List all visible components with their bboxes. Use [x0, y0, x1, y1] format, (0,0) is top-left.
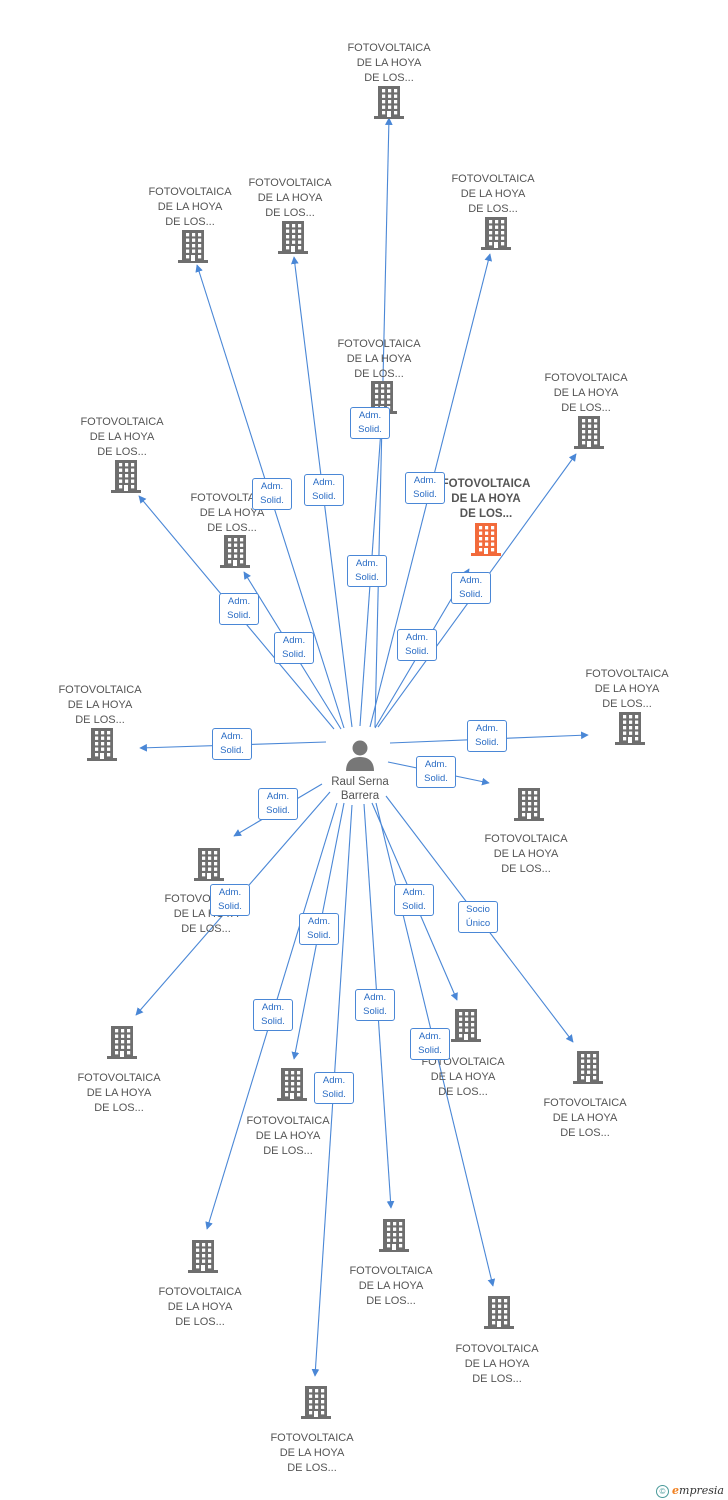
building-icon — [276, 1066, 308, 1102]
company-name: FOTOVOLTAICA DE LA HOYA DE LOS... — [349, 1265, 433, 1307]
footer-brand: © empresia — [655, 1484, 724, 1498]
person-icon — [346, 740, 374, 771]
company-name: FOTOVOLTAICA DE LA HOYA DE LOS... — [451, 173, 535, 215]
relation-label[interactable]: Adm. Solid. — [253, 999, 293, 1031]
building-icon — [277, 219, 309, 255]
building-icon — [86, 726, 118, 762]
company-name: FOTOVOLTAICA DE LA HOYA DE LOS... — [441, 478, 531, 520]
company-name: FOTOVOLTAICA DE LA HOYA DE LOS... — [543, 1097, 627, 1139]
relation-label[interactable]: Adm. Solid. — [405, 472, 445, 504]
relation-label[interactable]: Adm. Solid. — [394, 884, 434, 916]
company-name: FOTOVOLTAICA DE LA HOYA DE LOS... — [455, 1343, 539, 1385]
relation-label[interactable]: Adm. Solid. — [252, 478, 292, 510]
relation-label[interactable]: Adm. Solid. — [274, 632, 314, 664]
company-name: FOTOVOLTAICA DE LA HOYA DE LOS... — [158, 1286, 242, 1328]
building-icon — [614, 710, 646, 746]
company-name: FOTOVOLTAICA DE LA HOYA DE LOS... — [270, 1432, 354, 1474]
relation-label[interactable]: Adm. Solid. — [314, 1072, 354, 1104]
person-name: Raul Serna Barrera — [331, 776, 389, 802]
building-icon — [470, 521, 502, 557]
relation-label[interactable]: Adm. Solid. — [347, 555, 387, 587]
building-icon — [513, 786, 545, 822]
relation-label[interactable]: Adm. Solid. — [212, 728, 252, 760]
relation-label[interactable]: Adm. Solid. — [350, 407, 390, 439]
company-name: FOTOVOLTAICA DE LA HOYA DE LOS... — [77, 1072, 161, 1114]
relation-label[interactable]: Adm. Solid. — [467, 720, 507, 752]
relation-label[interactable]: Adm. Solid. — [258, 788, 298, 820]
building-icon — [483, 1294, 515, 1330]
building-icon — [177, 228, 209, 264]
relation-label[interactable]: Socio Único — [458, 901, 498, 933]
company-name: FOTOVOLTAICA DE LA HOYA DE LOS... — [337, 338, 421, 380]
company-name: FOTOVOLTAICA DE LA HOYA DE LOS... — [246, 1115, 330, 1157]
building-icon — [572, 1049, 604, 1085]
building-icon — [106, 1024, 138, 1060]
building-icon — [300, 1384, 332, 1420]
relation-label[interactable]: Adm. Solid. — [451, 572, 491, 604]
building-icon — [187, 1238, 219, 1274]
company-name: FOTOVOLTAICA DE LA HOYA DE LOS... — [421, 1056, 505, 1098]
copyright-symbol: © — [655, 1485, 669, 1498]
company-name: FOTOVOLTAICA DE LA HOYA DE LOS... — [347, 42, 431, 84]
building-icon — [219, 533, 251, 569]
company-name: FOTOVOLTAICA DE LA HOYA DE LOS... — [585, 668, 669, 710]
brand-logo: empresia — [672, 1484, 724, 1498]
building-icon — [373, 84, 405, 120]
relation-label[interactable]: Adm. Solid. — [410, 1028, 450, 1060]
relation-label[interactable]: Adm. Solid. — [299, 913, 339, 945]
building-icon — [480, 215, 512, 251]
relation-label[interactable]: Adm. Solid. — [416, 756, 456, 788]
relation-label[interactable]: Adm. Solid. — [210, 884, 250, 916]
company-name: FOTOVOLTAICA DE LA HOYA DE LOS... — [58, 684, 142, 726]
company-name: FOTOVOLTAICA DE LA HOYA DE LOS... — [484, 833, 568, 875]
building-icon — [193, 846, 225, 882]
building-icon — [110, 458, 142, 494]
building-icon — [450, 1007, 482, 1043]
relation-label[interactable]: Adm. Solid. — [304, 474, 344, 506]
company-name: FOTOVOLTAICA DE LA HOYA DE LOS... — [544, 372, 628, 414]
relation-label[interactable]: Adm. Solid. — [397, 629, 437, 661]
relation-label[interactable]: Adm. Solid. — [355, 989, 395, 1021]
relation-label[interactable]: Adm. Solid. — [219, 593, 259, 625]
building-icon — [378, 1217, 410, 1253]
building-icon — [573, 414, 605, 450]
company-name: FOTOVOLTAICA DE LA HOYA DE LOS... — [148, 186, 232, 228]
company-name: FOTOVOLTAICA DE LA HOYA DE LOS... — [248, 177, 332, 219]
company-name: FOTOVOLTAICA DE LA HOYA DE LOS... — [80, 416, 164, 458]
